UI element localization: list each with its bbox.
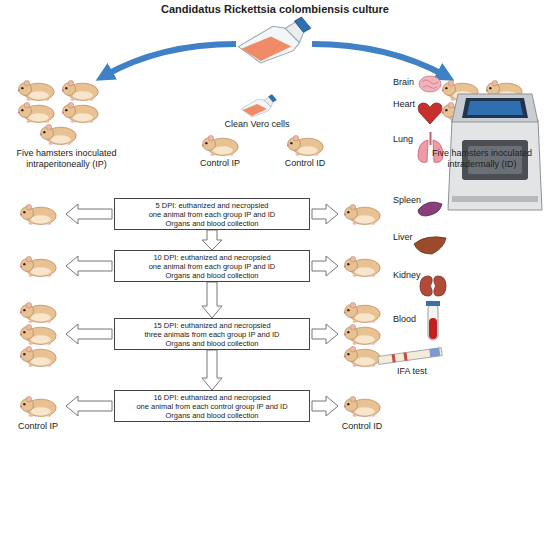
box-text: 10 DPI: euthanized and necropsied xyxy=(153,253,270,262)
side-arrow xyxy=(66,396,112,416)
box-text: 5 DPI: euthanized and necropsied xyxy=(156,201,269,210)
box-text: one animal from each group IP and ID xyxy=(149,262,276,271)
box-text: 15 DPI: euthanized and necropsied xyxy=(153,321,270,330)
hamster-icon xyxy=(20,396,56,416)
side-arrow xyxy=(312,204,338,224)
process-box: 10 DPI: euthanized and necropsiedone ani… xyxy=(114,250,310,282)
diagram-title: Candidatus Rickettsia colombiensis cultu… xyxy=(0,3,550,15)
kidney-icon xyxy=(420,276,446,296)
box-text: three animals from each group IP and ID xyxy=(145,330,280,339)
sample-label: Kidney xyxy=(393,270,433,281)
ifa-strip xyxy=(378,348,442,365)
group-label: Control ID xyxy=(270,158,340,169)
box-text: 16 DPI: euthanized and necropsied xyxy=(153,393,270,402)
group-label: Control ID xyxy=(332,421,392,432)
spleen-icon xyxy=(418,202,442,216)
hamster-icon xyxy=(287,135,323,155)
hamster-icon xyxy=(344,396,380,416)
flow-arrow xyxy=(202,350,222,390)
hamster-icon xyxy=(20,324,56,344)
sample-label: Blood xyxy=(393,314,433,325)
sample-label: Liver xyxy=(393,232,433,243)
brain-icon xyxy=(419,76,441,92)
box-text: one animal from each group IP and ID xyxy=(149,210,276,219)
hamster-icon xyxy=(202,135,238,155)
sample-label: IFA test xyxy=(382,366,442,377)
hamster-icon xyxy=(20,204,56,224)
heart-icon xyxy=(418,103,442,124)
side-arrow xyxy=(312,396,338,416)
sample-label: Spleen xyxy=(393,195,433,206)
hamster-icon xyxy=(62,102,98,122)
hamster-icon xyxy=(344,324,380,344)
flow-arrow xyxy=(202,282,222,318)
hamster-icon xyxy=(18,102,54,122)
hamster-icon xyxy=(344,256,380,276)
hamster-icon xyxy=(344,204,380,224)
liver-icon xyxy=(414,237,446,254)
process-box: 5 DPI: euthanized and necropsiedone anim… xyxy=(114,198,310,230)
box-text: Organs and blood collection xyxy=(166,271,259,280)
box-text: one animal from each control group IP an… xyxy=(136,402,287,411)
hamster-icon xyxy=(20,346,56,366)
culture-flask xyxy=(238,17,310,63)
sample-label: Lung xyxy=(393,134,433,145)
hamster-icon xyxy=(40,124,76,144)
hamster-icon xyxy=(344,302,380,322)
group-label: Clean Vero cells xyxy=(212,119,302,130)
box-text: Organs and blood collection xyxy=(166,411,259,420)
group-label: Control IP xyxy=(8,421,68,432)
group-label: Five hamsters inoculated intraperitoneal… xyxy=(4,148,129,169)
side-arrow xyxy=(312,256,338,276)
hamster-icon xyxy=(344,346,380,366)
process-box: 15 DPI: euthanized and necropsiedthree a… xyxy=(114,318,310,350)
side-arrow xyxy=(66,256,112,276)
group-label: Control IP xyxy=(185,158,255,169)
flow-arrow xyxy=(202,230,222,250)
hamster-icon xyxy=(20,256,56,276)
hamster-icon xyxy=(20,302,56,322)
hamster-icon xyxy=(18,80,54,100)
side-arrow xyxy=(312,324,338,344)
box-text: Organs and blood collection xyxy=(166,219,259,228)
side-arrow xyxy=(66,204,112,224)
inoculation-arrow xyxy=(104,44,236,76)
box-text: Organs and blood collection xyxy=(166,339,259,348)
group-label: Five hamsters inoculated intradermally (… xyxy=(416,148,548,169)
sample-label: Brain xyxy=(393,77,433,88)
hamster-icon xyxy=(62,80,98,100)
process-box: 16 DPI: euthanized and necropsiedone ani… xyxy=(114,390,310,422)
vero-flask xyxy=(241,95,277,118)
sample-label: Heart xyxy=(393,99,433,110)
inoculation-arrow xyxy=(312,44,446,76)
side-arrow xyxy=(66,324,112,344)
blood-tube xyxy=(426,301,440,340)
